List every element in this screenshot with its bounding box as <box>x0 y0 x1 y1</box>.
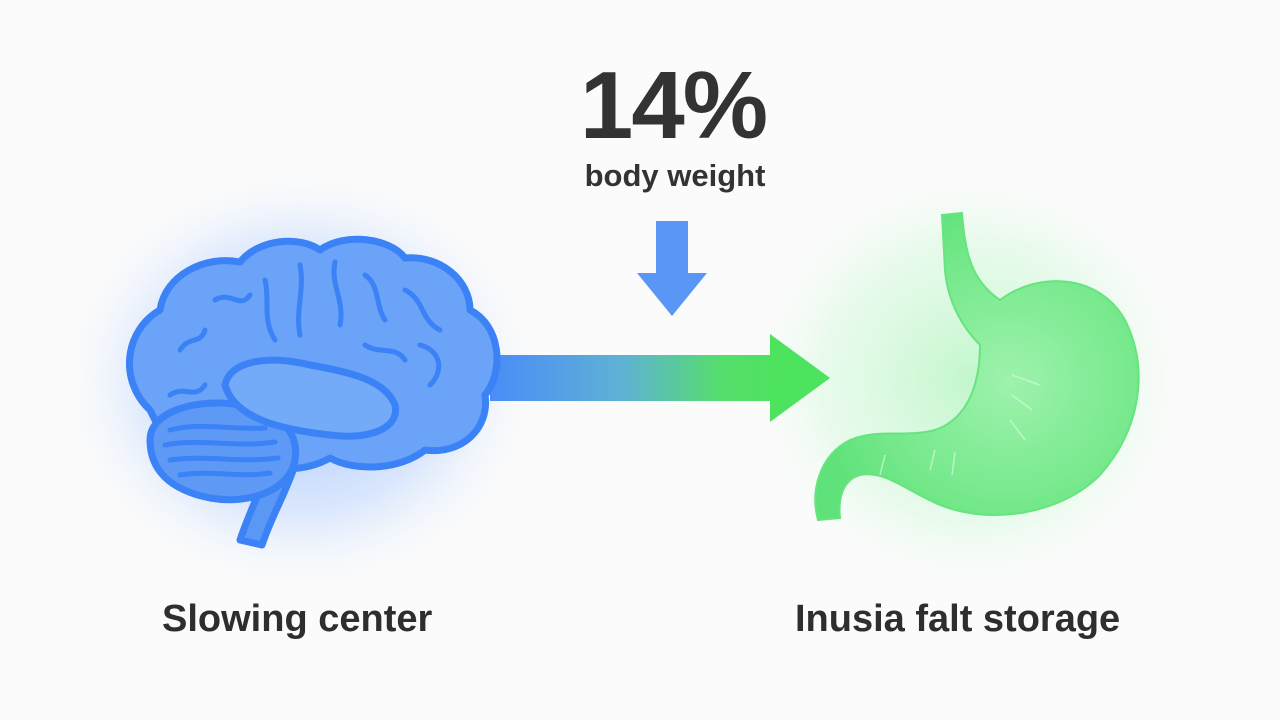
stat-value: 14% <box>579 52 768 159</box>
stomach-glow <box>740 160 1200 600</box>
source-caption: Slowing center <box>162 598 433 640</box>
stat-label: body weight <box>584 158 766 193</box>
arrow-right-icon <box>490 334 830 422</box>
arrow-down-icon <box>637 221 707 316</box>
target-caption: Inusia falt storage <box>795 598 1121 640</box>
stomach-icon <box>814 211 1140 522</box>
brain-icon <box>126 235 501 549</box>
